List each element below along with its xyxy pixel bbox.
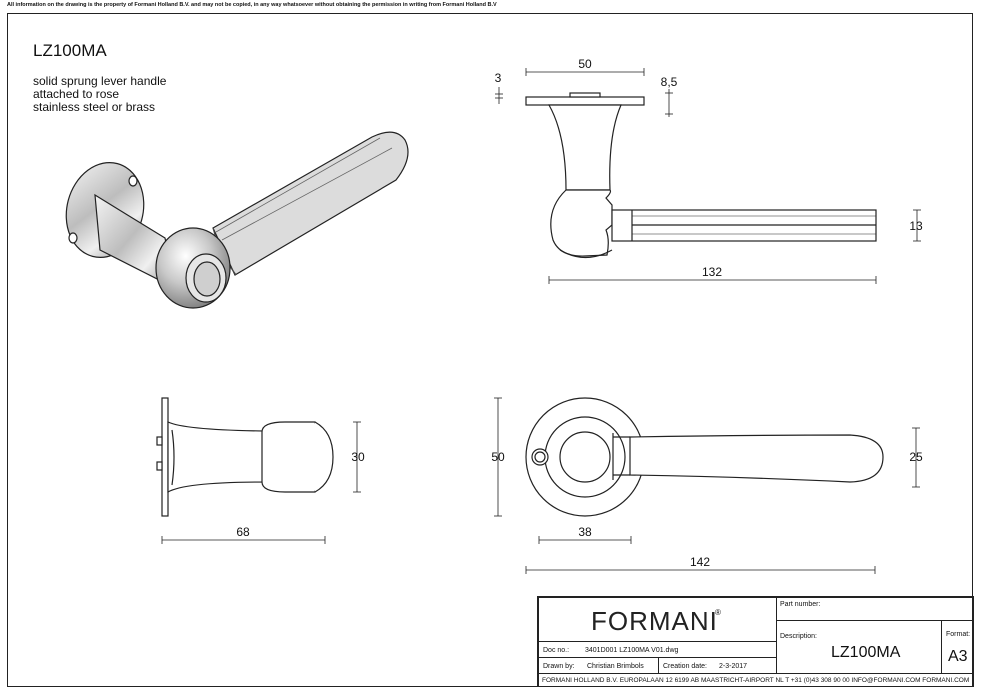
- dimension-lines: [161, 68, 921, 574]
- description-label: Description:: [780, 633, 817, 640]
- rose-top: [525, 96, 645, 106]
- brand-cell: FORMANI ®: [538, 597, 777, 642]
- format-label: Format:: [946, 631, 971, 638]
- dim-lever-length: 132: [702, 265, 722, 279]
- copyright-notice: All information on the drawing is the pr…: [7, 2, 497, 8]
- side-view: [156, 397, 334, 517]
- doc-no-value: 3401D001 LZ100MA V01.dwg: [585, 647, 679, 654]
- doc-no-cell: Doc no.: 3401D001 LZ100MA V01.dwg: [538, 641, 777, 658]
- lever-3d: [212, 131, 409, 276]
- dim-lever-thickness: 13: [909, 219, 923, 233]
- drawing-frame: [7, 13, 973, 687]
- ring-inner: [559, 431, 611, 483]
- neck-side: [167, 421, 266, 494]
- top-view: [525, 92, 877, 259]
- product-title: LZ100MA: [33, 41, 107, 60]
- drawn-by-label: Drawn by:: [543, 663, 575, 670]
- brand-mark: ®: [715, 608, 721, 617]
- brand-logo: FORMANI: [591, 606, 718, 636]
- front-view: [525, 397, 884, 517]
- title-block: FORMANI ® Doc no.: 3401D001 LZ100MA V01.…: [537, 596, 974, 687]
- dim-knob-height: 30: [351, 450, 365, 464]
- footer-cell: FORMANI HOLLAND B.V. EUROPALAAN 12 6199 …: [538, 673, 974, 687]
- dim-rose-height: 8,5: [661, 75, 678, 89]
- creation-date-cell: Creation date: 2-3-2017: [658, 657, 777, 674]
- knob-top: [550, 189, 613, 257]
- dim-rose-diameter-front: 50: [491, 450, 505, 464]
- rose-side: [161, 397, 169, 517]
- neck-top: [547, 104, 622, 191]
- dim-side-length: 68: [236, 525, 250, 539]
- dim-ring-diameter: 38: [578, 525, 592, 539]
- drawn-by-value: Christian Brimbols: [587, 663, 644, 670]
- dim-lever-width: 25: [909, 450, 923, 464]
- lever-front: [629, 434, 884, 483]
- creation-date-label: Creation date:: [663, 663, 707, 670]
- description-line-1: solid sprung lever handle: [33, 74, 167, 88]
- description-value: LZ100MA: [831, 644, 901, 661]
- creation-date-value: 2-3-2017: [719, 663, 748, 670]
- part-number-cell: Part number:: [776, 597, 974, 621]
- format-value: A3: [948, 648, 968, 665]
- format-cell: Format: A3: [941, 620, 974, 674]
- description-cell: Description: LZ100MA: [776, 620, 942, 674]
- dim-rose-diameter-top: 50: [578, 57, 592, 71]
- description-line-3: stainless steel or brass: [33, 100, 156, 114]
- drawn-by-cell: Drawn by: Christian Brimbols: [538, 657, 659, 674]
- dim-rose-thickness: 3: [495, 71, 502, 85]
- company-footer: FORMANI HOLLAND B.V. EUROPALAAN 12 6199 …: [542, 677, 970, 684]
- doc-no-label: Doc no.:: [543, 647, 570, 654]
- part-number-label: Part number:: [780, 601, 821, 608]
- description-line-2: attached to rose: [33, 87, 120, 101]
- isometric-view: [65, 131, 409, 309]
- dim-total-length: 142: [690, 555, 710, 569]
- knob-side: [261, 421, 323, 493]
- dimension-labels: 50 3 8,5 13 132 30 68 50 25 38 142: [236, 57, 923, 569]
